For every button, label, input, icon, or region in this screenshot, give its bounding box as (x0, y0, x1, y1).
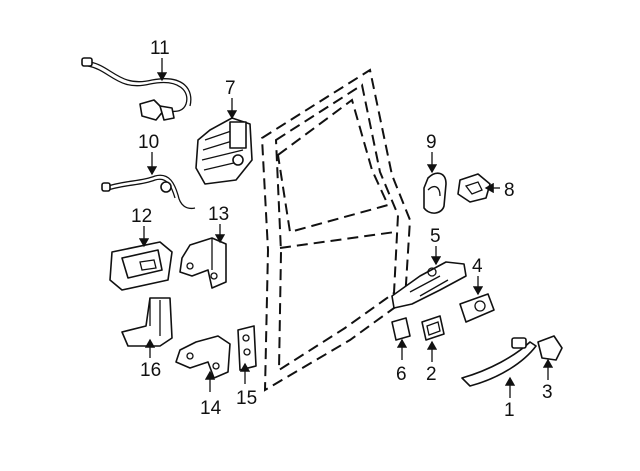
part-11-cable (81, 57, 192, 121)
label-10: 10 (138, 132, 159, 153)
label-6: 6 (396, 364, 407, 385)
label-16: 16 (140, 360, 161, 381)
label-9: 9 (426, 132, 437, 153)
part-14-lower-hinge (175, 335, 231, 379)
door-outline (260, 68, 412, 392)
label-13: 13 (208, 204, 229, 225)
label-2: 2 (426, 364, 437, 385)
part-7-lock-actuator (195, 117, 253, 185)
part-2-gasket (421, 315, 445, 341)
part-8-striker (457, 173, 491, 203)
label-7: 7 (225, 78, 236, 99)
label-3: 3 (542, 382, 553, 403)
label-5: 5 (430, 226, 441, 247)
label-1: 1 (504, 400, 515, 421)
callout-labels: 11 7 10 12 13 16 14 15 9 8 5 4 6 2 1 3 (131, 38, 553, 421)
part-9-cap (423, 172, 447, 214)
part-5-handle-carrier (391, 261, 467, 309)
part-16-door-check (121, 297, 173, 347)
callout-arrows (138, 58, 554, 398)
part-12-inside-handle (109, 241, 173, 291)
part-10-cable (101, 174, 196, 210)
label-14: 14 (200, 398, 222, 419)
label-4: 4 (472, 256, 483, 277)
label-15: 15 (236, 388, 257, 409)
part-13-hinge (179, 237, 227, 289)
part-1-outside-handle (461, 337, 537, 387)
part-15-plate (237, 325, 257, 371)
part-3-end-cap (537, 335, 563, 361)
part-6-clip (391, 317, 411, 341)
part-4-bezel (459, 293, 495, 323)
label-11: 11 (150, 38, 170, 59)
label-12: 12 (131, 206, 152, 227)
label-8: 8 (504, 180, 515, 201)
